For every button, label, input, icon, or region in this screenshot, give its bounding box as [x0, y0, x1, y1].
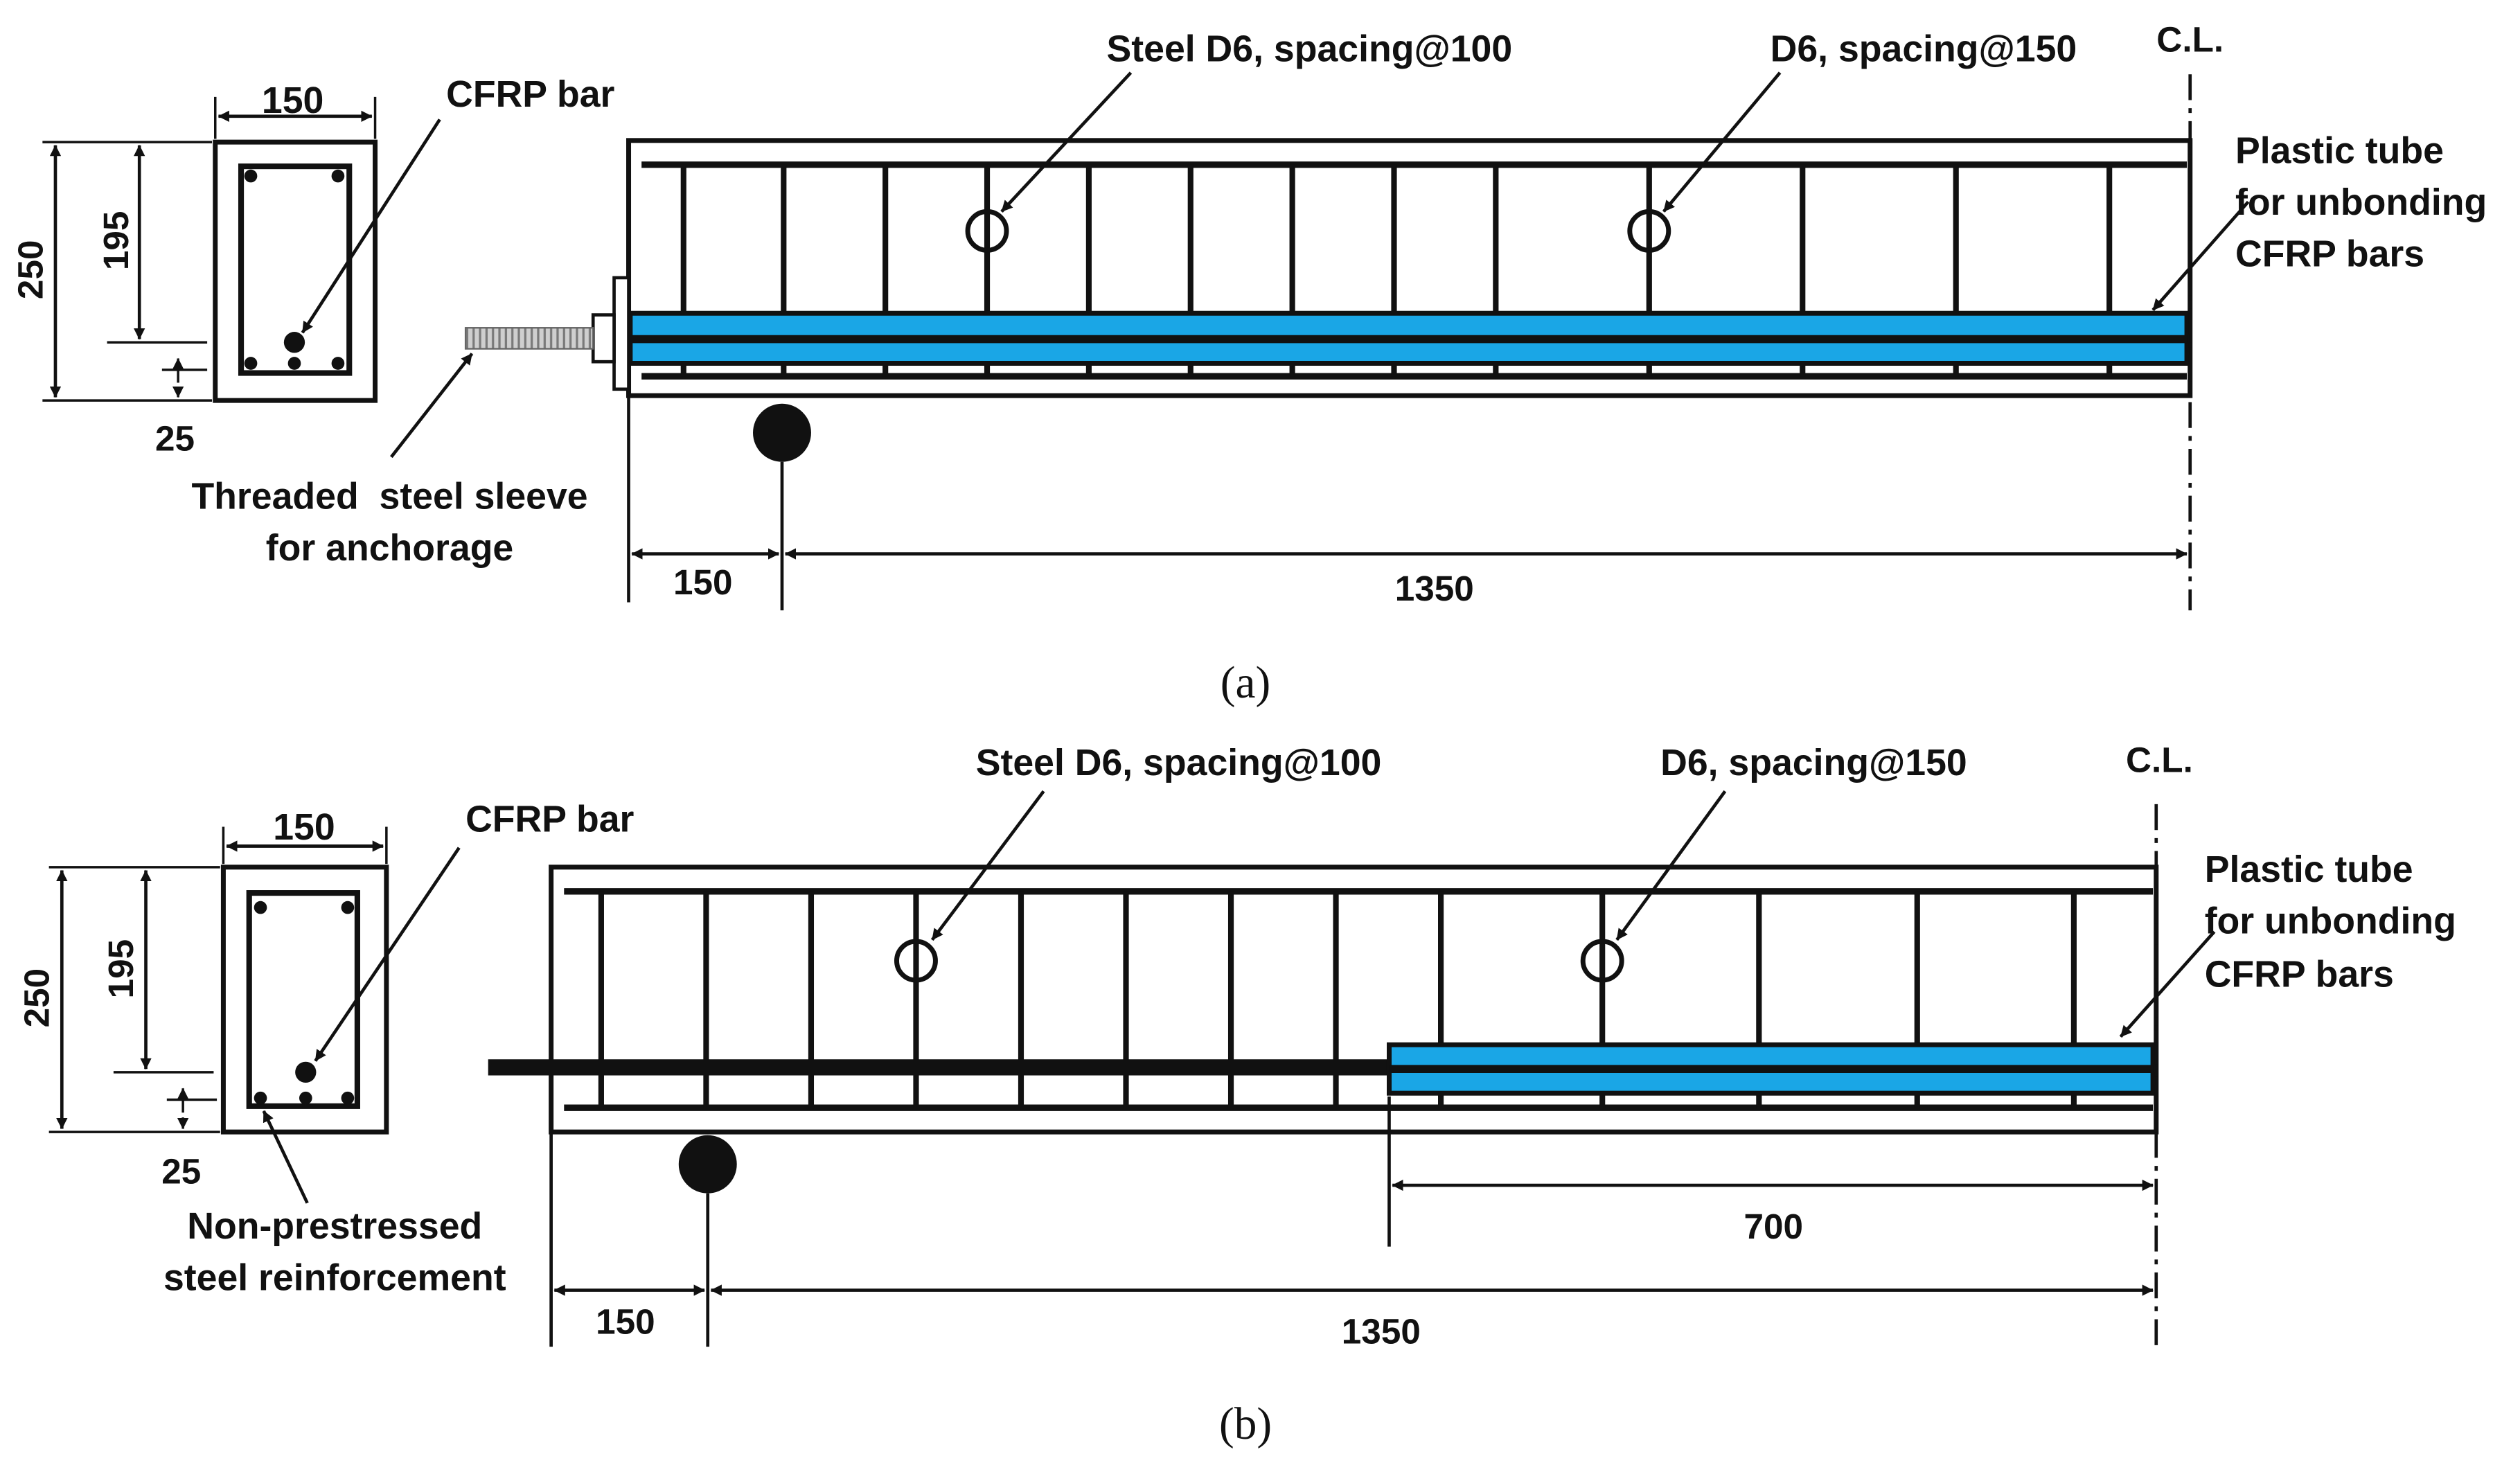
- bottom-bar: [254, 1091, 267, 1105]
- centerline-label: C.L.: [2156, 20, 2224, 60]
- stirrup-marker: [1580, 939, 1624, 983]
- tube-label-line-2: for unbonding: [2205, 900, 2456, 941]
- cfrp-bar: [283, 332, 305, 353]
- support-roller: [753, 403, 811, 462]
- cross-section-a: 150 250 195 25 CFRP bar: [10, 73, 614, 459]
- bottom-bar: [287, 357, 301, 370]
- cover-dimension: 25: [155, 418, 195, 458]
- section-outline: [220, 864, 389, 1135]
- anchor-nut: [591, 313, 616, 364]
- support-dimension: 150: [673, 562, 733, 602]
- stirrup-marker: [965, 209, 1009, 253]
- centerline-label: C.L.: [2126, 740, 2193, 779]
- steel-leader: [262, 1110, 309, 1204]
- tube-leader: [2119, 930, 2216, 1038]
- stirrup-label-100: Steel D6, spacing@100: [976, 742, 1382, 783]
- section-outline: [213, 139, 378, 403]
- stirrup-label-100: Steel D6, spacing@100: [1107, 28, 1513, 70]
- steel-label-line-2: steel reinforcement: [163, 1257, 506, 1299]
- depth-dimension: 195: [96, 211, 136, 271]
- stirrup-marker: [894, 939, 938, 983]
- top-bar: [244, 169, 258, 183]
- panel-b: 150 250 195 25 CFRP bar Non-prestressed …: [17, 740, 2456, 1449]
- top-bar: [341, 901, 355, 914]
- cfrp-leader: [314, 846, 461, 1062]
- stirrup-marker: [1627, 209, 1671, 253]
- tube-label-line-1: Plastic tube: [2205, 849, 2413, 890]
- cfrp-bar: [295, 1061, 317, 1083]
- tube-label-line-3: CFRP bars: [2205, 953, 2394, 995]
- stirrup-leader: [1662, 71, 1782, 213]
- stirrup-label-150: D6, spacing@150: [1660, 742, 1967, 783]
- span-dimension: 1350: [1342, 1311, 1421, 1351]
- caption-b: (b): [1219, 1399, 1272, 1449]
- steel-label-line-1: Non-prestressed: [187, 1205, 482, 1247]
- caption-a: (a): [1221, 658, 1270, 708]
- cfrp-leader: [301, 118, 441, 334]
- stirrup-leader: [930, 790, 1045, 941]
- sleeve-label-line-2: for anchorage: [266, 527, 513, 569]
- top-bar: [254, 901, 267, 914]
- sleeve-label-line-1: Threaded steel sleeve: [191, 475, 587, 517]
- elevation-a: C.L. Steel D6, spacing@100 D6, spacing@1…: [191, 20, 2487, 611]
- height-dimension: 250: [10, 240, 50, 300]
- bottom-bar: [341, 1091, 355, 1105]
- tube-label-line-1: Plastic tube: [2235, 130, 2444, 171]
- stirrup-leader: [1615, 790, 1727, 941]
- tube-label-line-2: for unbonding: [2235, 181, 2487, 223]
- cfrp-bar-label: CFRP bar: [465, 799, 634, 840]
- anchor-plate: [612, 276, 630, 391]
- top-bar: [331, 169, 345, 183]
- width-dimension: 150: [273, 806, 335, 848]
- support-dimension: 150: [596, 1302, 655, 1342]
- sleeve-leader: [390, 353, 474, 459]
- stirrup-label-150: D6, spacing@150: [1771, 28, 2077, 70]
- support-roller: [678, 1135, 737, 1194]
- bottom-bar: [299, 1091, 312, 1105]
- span-dimension: 1350: [1395, 569, 1474, 608]
- elevation-b: C.L. Steel D6, spacing@100 D6, spacing@1…: [488, 740, 2456, 1351]
- panel-a: 150 250 195 25 CFRP bar: [10, 20, 2487, 708]
- cross-section-b: 150 250 195 25 CFRP bar Non-prestressed …: [17, 799, 635, 1299]
- width-dimension: 150: [262, 80, 323, 121]
- tube-leader: [2151, 200, 2250, 312]
- cfrp-bar-label: CFRP bar: [446, 73, 614, 115]
- bottom-bar: [244, 357, 258, 370]
- height-dimension: 250: [17, 968, 57, 1028]
- section-stirrup: [238, 163, 353, 376]
- threaded-sleeve: [464, 327, 594, 350]
- cover-dimension: 25: [161, 1152, 201, 1191]
- unbonded-dimension: 700: [1744, 1207, 1804, 1246]
- depth-dimension: 195: [101, 939, 141, 999]
- stirrup-leader: [1000, 71, 1133, 213]
- bottom-bar: [331, 357, 345, 370]
- tube-label-line-3: CFRP bars: [2235, 233, 2424, 275]
